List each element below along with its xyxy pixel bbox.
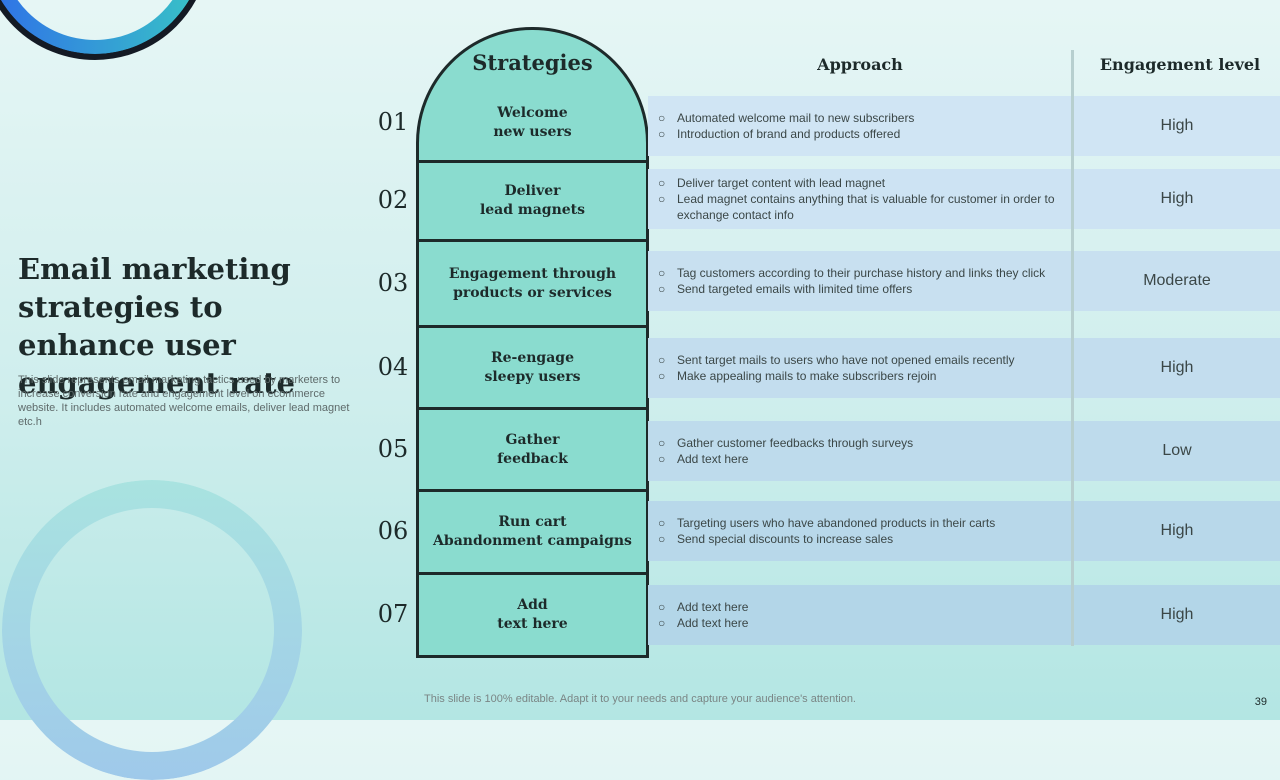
approach-item: ○ Make appealing mails to make subscriber… [658,368,1070,384]
circle-bullet-icon: ○ [658,282,666,296]
engagement-level: Low [1162,442,1192,459]
strategy-label: Deliver lead magnets [479,183,586,218]
circle-bullet-icon: ○ [658,452,666,466]
row-band [648,251,1280,311]
circle-bullet-icon: ○ [658,369,666,383]
approach-list: ○ Tag customers according to their purcha… [658,251,1070,311]
circle-bullet-icon: ○ [658,616,666,630]
strategies-header: Strategies [472,50,593,75]
strategy-label: Re-engage sleepy users [484,349,581,385]
strategy-label: Welcome new users [493,105,572,140]
approach-item: ○ Deliver target content with lead magnet [658,175,1070,191]
strategy-separator [416,239,649,242]
approach-text: Deliver target content with lead magnet [677,176,886,190]
circle-bullet-icon: ○ [658,516,666,530]
approach-item: ○ Add text here [658,615,1070,631]
engagement-level: High [1160,606,1194,623]
approach-list: ○ Targeting users who have abandoned prod… [658,501,1070,561]
page-number: 39 [1254,696,1267,708]
circle-bullet-icon: ○ [658,266,666,280]
approach-item: ○ Tag customers according to their purcha… [658,265,1070,281]
strategy-label: Engagement through products or services [448,265,617,301]
row-number: 06 [377,517,409,545]
strategy-separator [416,407,649,410]
approach-item: ○ Automated welcome mail to new subscribe… [658,110,1070,126]
footer-note: This slide is 100% editable. Adapt it to… [424,693,856,705]
column-divider [1071,50,1074,646]
circle-bullet-icon: ○ [658,127,666,141]
engagement-level: High [1160,359,1194,376]
engagement-level: High [1160,190,1194,207]
approach-item: ○ Sent target mails to users who have not… [658,352,1070,368]
circle-bullet-icon: ○ [658,192,666,206]
approach-text: Add text here [677,600,749,614]
engagement-level-header: Engagement level [1099,55,1261,74]
approach-text: Lead magnet contains anything that is va… [677,192,1055,222]
approach-text: Introduction of brand and products offer… [677,127,901,141]
row-band [648,338,1280,398]
approach-item: ○ Send special discounts to increase sale… [658,531,1070,547]
row-number: 01 [377,108,409,136]
approach-text: Add text here [677,452,749,466]
approach-item: ○ Targeting users who have abandoned prod… [658,515,1070,531]
row-band [648,501,1280,561]
approach-header: Approach [817,55,903,74]
approach-text: Targeting users who have abandoned produ… [677,516,996,530]
strategy-label: Run cart Abandonment campaigns [433,514,632,549]
approach-text: Automated welcome mail to new subscriber… [677,111,915,125]
approach-item: ○ Add text here [658,599,1070,615]
strategy-label: Add text here [497,597,568,632]
approach-text: Add text here [677,616,749,630]
approach-item: ○ Gather customer feedbacks through surve… [658,435,1070,451]
approach-item: ○ Send targeted emails with limited time … [658,281,1070,297]
approach-text: Send special discounts to increase sales [677,532,894,546]
circle-bullet-icon: ○ [658,111,666,125]
row-number: 02 [377,186,409,214]
approach-list: ○ Gather customer feedbacks through surve… [658,421,1070,481]
circle-bullet-icon: ○ [658,600,666,614]
slide-title: Email marketing strategies to enhance us… [18,252,295,400]
row-band [648,169,1280,229]
circle-bullet-icon: ○ [658,353,666,367]
strategies-arch [416,27,649,658]
approach-list: ○ Sent target mails to users who have not… [658,338,1070,398]
row-band [648,585,1280,645]
decorative-ring-bottom [2,480,302,780]
circle-bullet-icon: ○ [658,436,666,450]
row-number: 03 [377,269,409,297]
approach-list: ○ Deliver target content with lead magnet… [658,169,1070,229]
row-band [648,421,1280,481]
approach-text: Sent target mails to users who have not … [677,353,1015,367]
approach-text: Send targeted emails with limited time o… [677,282,913,296]
row-number: 05 [377,435,409,463]
circle-bullet-icon: ○ [658,532,666,546]
row-band [648,96,1280,156]
row-number: 04 [377,353,409,381]
approach-text: Make appealing mails to make subscribers… [677,369,937,383]
strategy-separator [416,325,649,328]
engagement-level: High [1160,117,1194,134]
approach-text: Tag customers according to their purchas… [677,266,1046,280]
strategy-separator [416,572,649,575]
engagement-level: Moderate [1143,272,1211,289]
approach-list: ○ Add text here ○ Add text here [658,585,1070,645]
circle-bullet-icon: ○ [658,176,666,190]
approach-list: ○ Automated welcome mail to new subscribe… [658,96,1070,156]
strategy-label: Gather feedback [497,431,568,467]
approach-item: ○ Introduction of brand and products offe… [658,126,1070,142]
approach-item: ○ Lead magnet contains anything that is v… [658,191,1070,223]
approach-text: Gather customer feedbacks through survey… [677,436,914,450]
row-number: 07 [377,600,409,628]
slide-description: This slide represents email marketing ta… [18,374,350,428]
approach-item: ○ Add text here [658,451,1070,467]
strategy-separator [416,160,649,163]
engagement-level: High [1160,522,1194,539]
strategy-separator [416,489,649,492]
